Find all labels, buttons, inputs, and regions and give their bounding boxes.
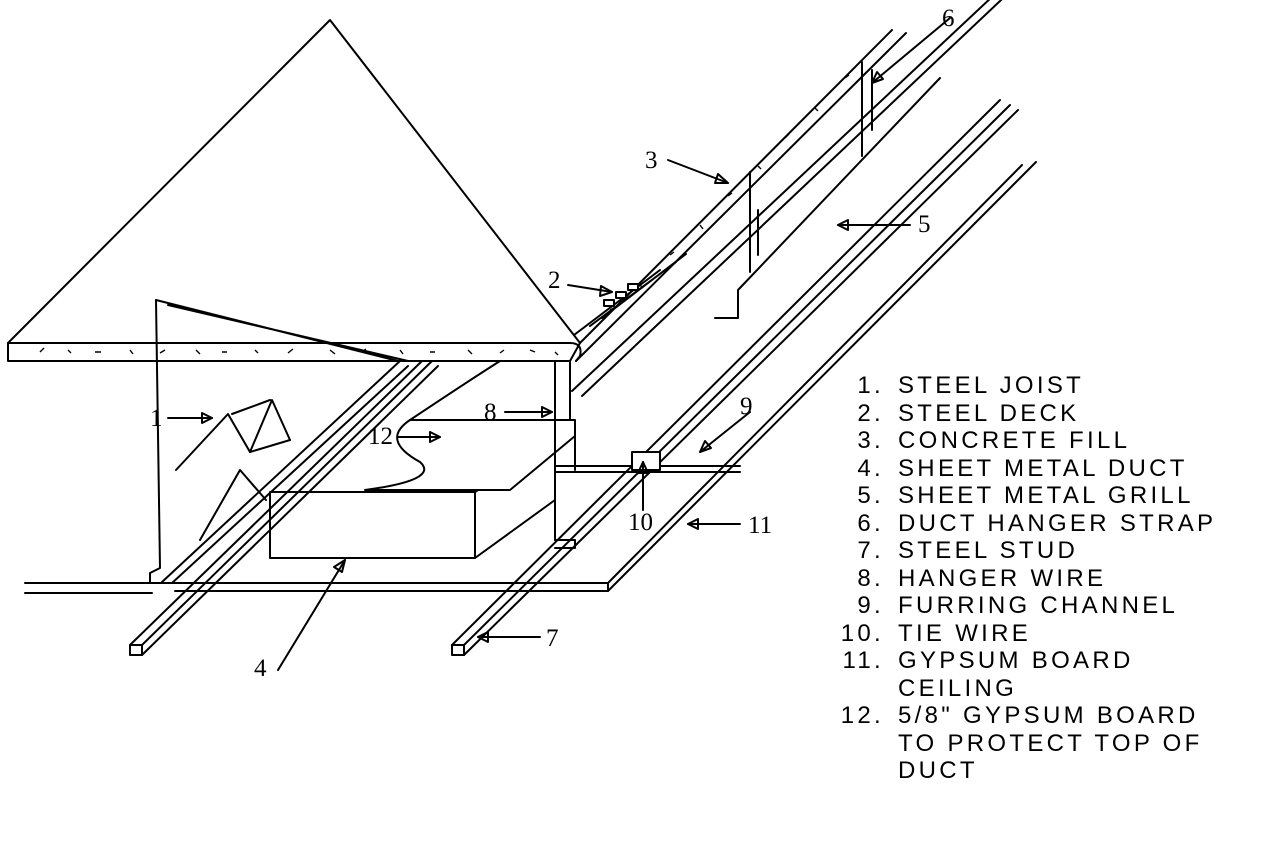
legend-label: SHEET METAL GRILL <box>898 482 1194 509</box>
legend-label: 5/8" GYPSUM BOARD TO PROTECT TOP OF DUCT <box>898 702 1203 784</box>
callout-12: 12 <box>368 423 393 450</box>
legend-number: 8. <box>857 564 884 592</box>
legend-item: 2. STEEL DECK <box>840 400 1265 428</box>
legend-label: TIE WIRE <box>898 619 1032 647</box>
legend-item: 7. STEEL STUD <box>840 537 1265 565</box>
steel-joist <box>149 299 409 584</box>
legend-number: 7. <box>857 537 884 564</box>
legend-label: STEEL JOIST <box>898 372 1085 399</box>
legend-item: 6. DUCT HANGER STRAP <box>840 510 1265 538</box>
legend-number: 4. <box>857 454 884 482</box>
legend-number: 10. <box>840 619 884 647</box>
legend-item: 3. CONCRETE FILL <box>840 427 1265 455</box>
callout-5: 5 <box>918 211 931 238</box>
callout-6: 6 <box>942 5 955 32</box>
callout-9: 9 <box>740 393 753 420</box>
legend-item: 10. TIE WIRE <box>840 620 1265 648</box>
legend-label: HANGER WIRE <box>898 564 1107 592</box>
callout-4: 4 <box>254 655 267 682</box>
legend-number: 2. <box>857 399 884 427</box>
legend-item: 8. HANGER WIRE <box>840 565 1265 593</box>
legend-label: DUCT HANGER STRAP <box>898 509 1217 537</box>
legend-label: STEEL DECK <box>898 399 1080 427</box>
leader-arrows <box>167 17 951 671</box>
callout-7: 7 <box>546 625 559 652</box>
legend-item: 9. FURRING CHANNEL <box>840 592 1265 620</box>
legend-number: 5. <box>857 482 884 509</box>
legend-number: 3. <box>857 427 884 454</box>
callout-3: 3 <box>645 147 658 174</box>
legend-label: GYPSUM BOARD CEILING <box>898 647 1134 702</box>
hanger-wires-and-straps <box>554 0 1003 541</box>
legend-item: 12. 5/8" GYPSUM BOARD TO PROTECT TOP OF … <box>840 702 1265 785</box>
legend-label: CONCRETE FILL <box>898 427 1131 454</box>
legend-number: 12. <box>840 702 884 729</box>
callout-8: 8 <box>484 399 497 426</box>
legend-label: STEEL STUD <box>898 537 1079 564</box>
callout-10: 10 <box>628 509 653 536</box>
concrete-slab <box>7 19 907 362</box>
legend-number: 6. <box>857 509 884 537</box>
parts-legend: 1. STEEL JOIST 2. STEEL DECK 3. CONCRETE… <box>840 372 1265 785</box>
legend-item: 4. SHEET METAL DUCT <box>840 455 1265 483</box>
callout-2: 2 <box>548 267 561 294</box>
furring-channel <box>554 451 661 549</box>
legend-label: FURRING CHANNEL <box>898 592 1179 619</box>
legend-item: 1. STEEL JOIST <box>840 372 1265 400</box>
legend-item: 5. SHEET METAL GRILL <box>840 482 1265 510</box>
legend-number: 9. <box>857 592 884 619</box>
legend-number: 11. <box>842 647 884 674</box>
callout-1: 1 <box>150 405 163 432</box>
callout-11: 11 <box>748 512 772 539</box>
steel-studs <box>129 99 1019 656</box>
legend-item: 11. GYPSUM BOARD CEILING <box>840 647 1265 702</box>
legend-number: 1. <box>857 372 884 399</box>
legend-label: SHEET METAL DUCT <box>898 454 1188 482</box>
gypsum-board-duct-top <box>364 360 576 491</box>
